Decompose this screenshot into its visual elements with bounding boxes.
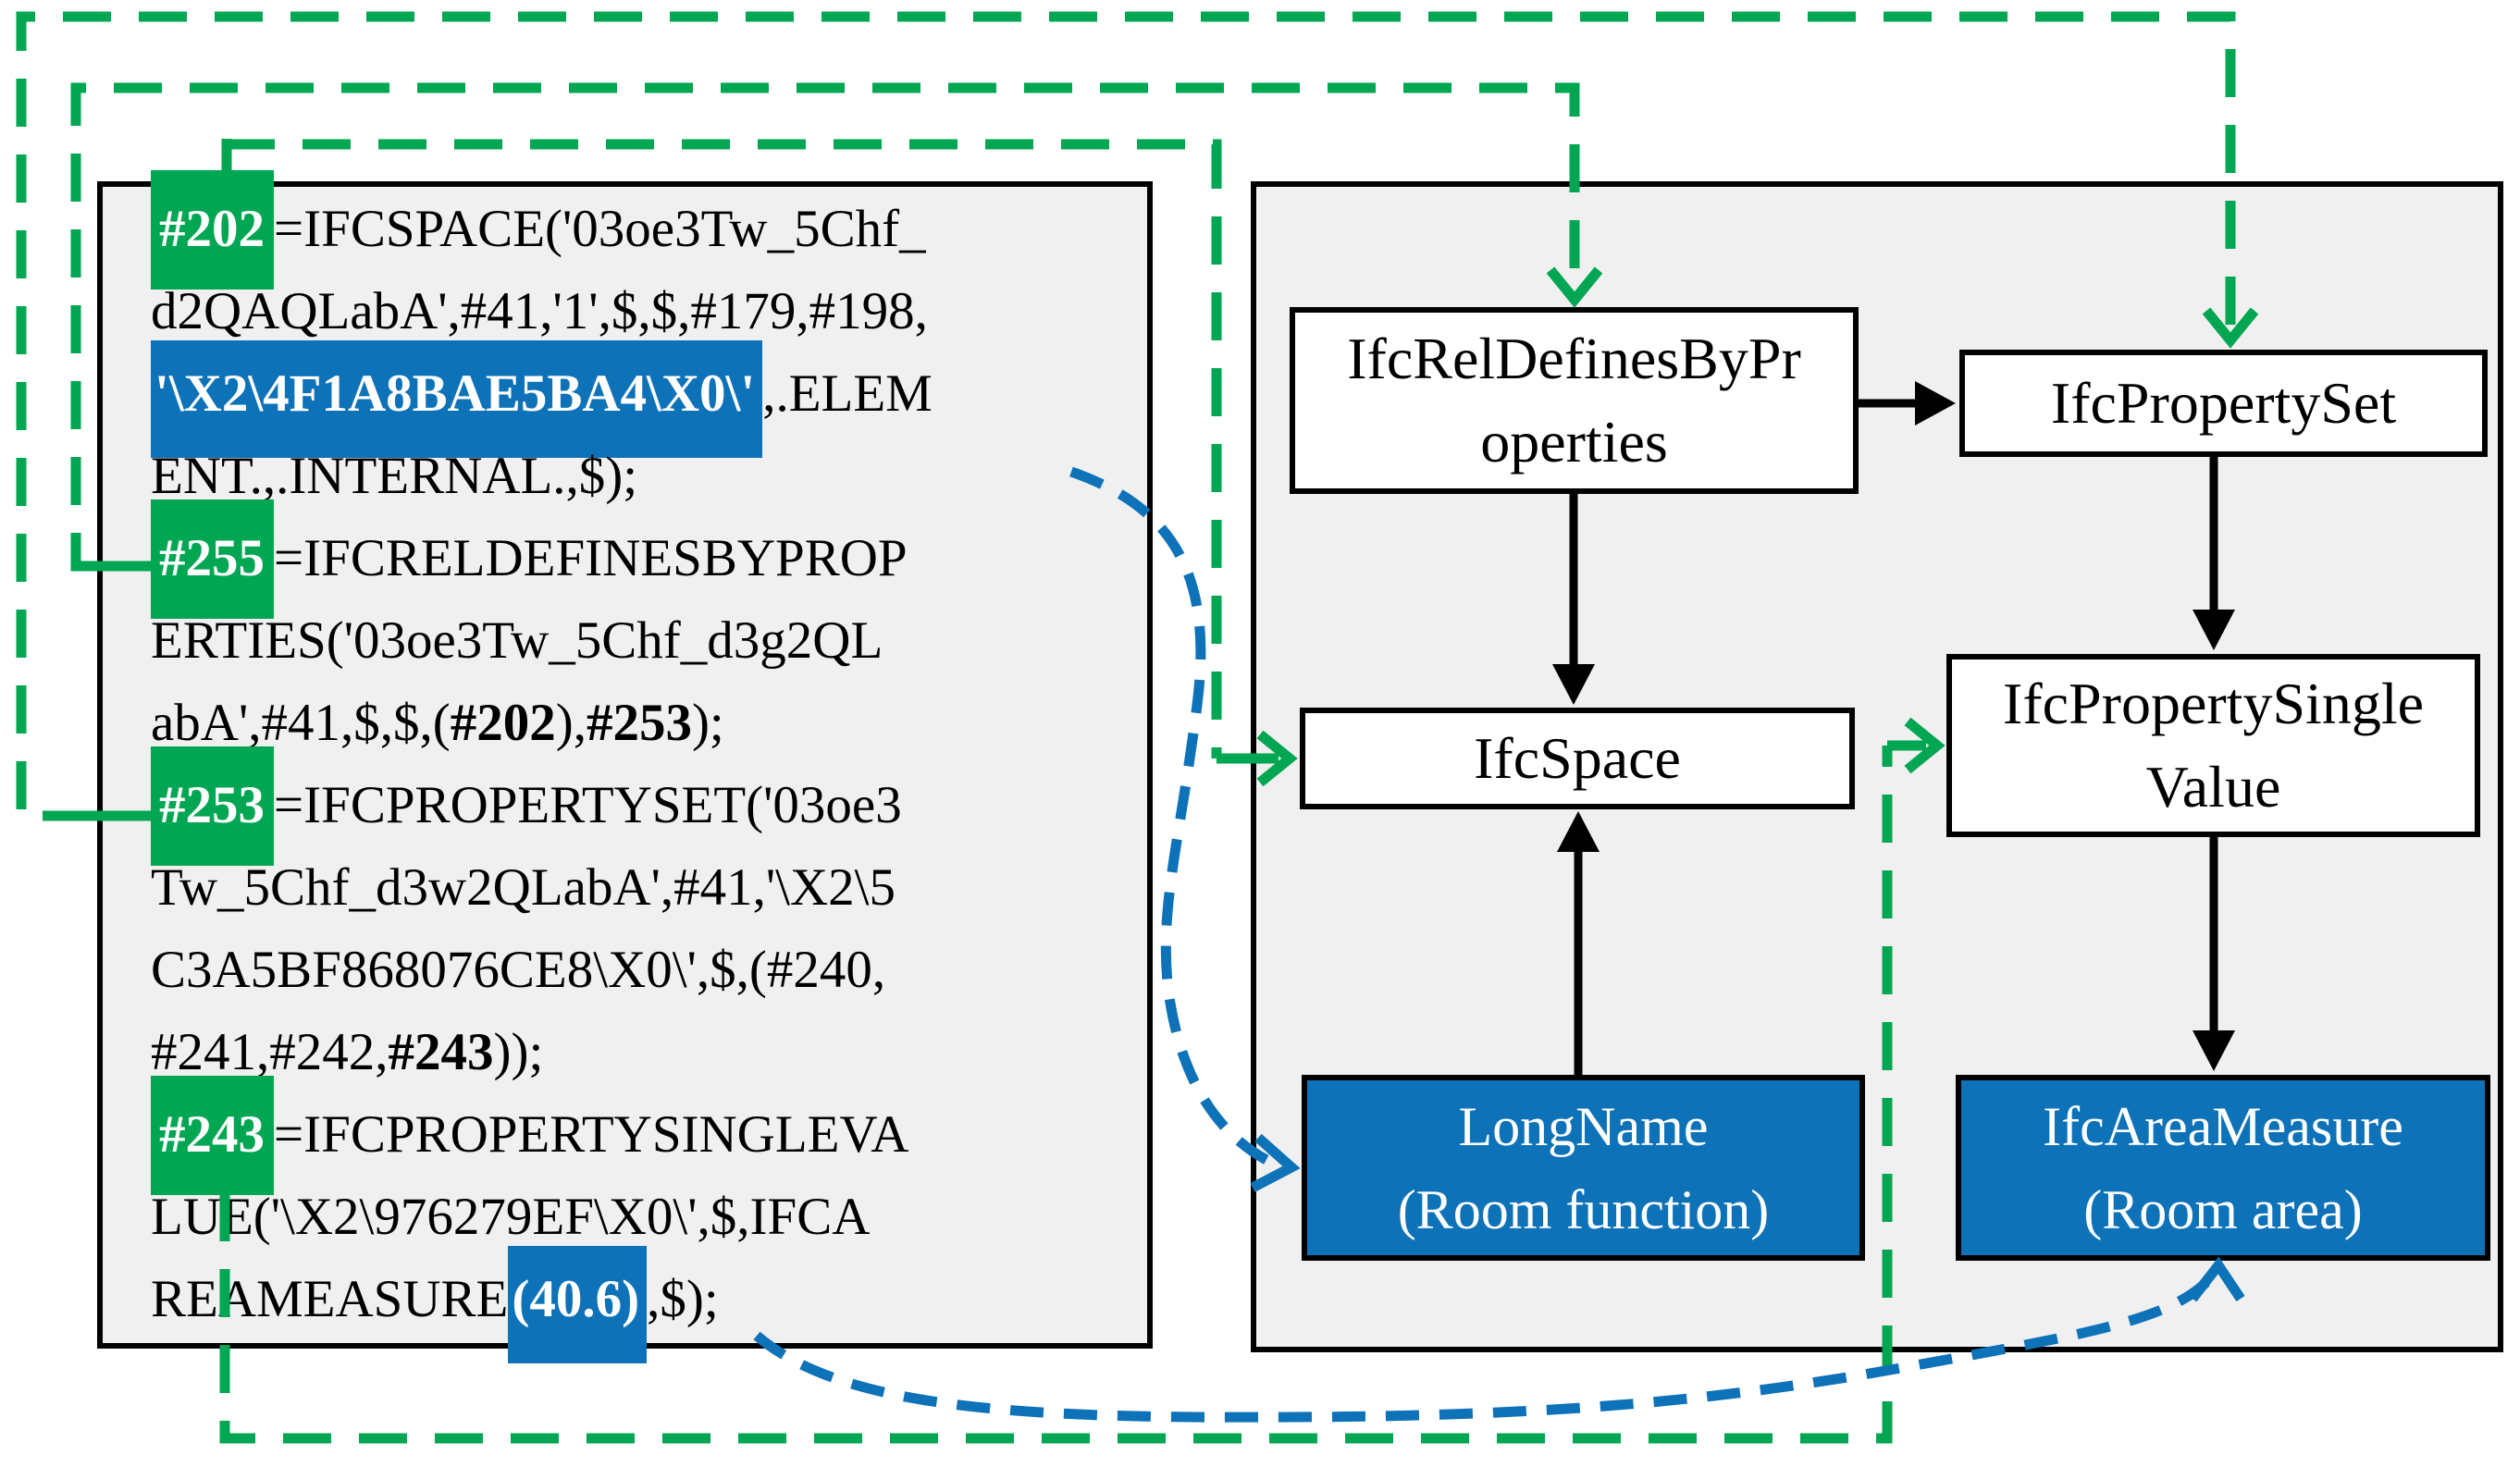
code-text: ERTIES('03oe3Tw_5Chf_d3g2QL (151, 611, 883, 670)
code-text: =IFCRELDEFINESBYPROP (274, 529, 908, 587)
code-text: REAMEASURE (151, 1270, 509, 1328)
code-text: #241,#242, (151, 1023, 389, 1081)
code-line: '\X2\4F1A8BAE5BA4\X0\',.ELEM (108, 340, 1144, 458)
code-text: #202 (450, 694, 556, 752)
code-text: =IFCSPACE('03oe3Tw_5Chf_ (274, 200, 926, 258)
code-text: ), (555, 694, 587, 752)
code-text: ,$); (647, 1270, 719, 1328)
code-line: #202=IFCSPACE('03oe3Tw_5Chf_ (108, 170, 1144, 290)
code-line: #253=IFCPROPERTYSET('03oe3 (108, 746, 1144, 866)
node-long-name: LongName (Room function) (1302, 1075, 1865, 1261)
code-text: Tw_5Chf_d3w2QLabA',#41,'\X2\5 (151, 858, 896, 917)
code-text: #243 (388, 1023, 494, 1081)
code-text: d2QAQLabA',#41,'1',$,$,#179,#198, (151, 282, 928, 340)
code-line: C3A5BF868076CE8\X0\',$,(#240, (108, 929, 1144, 1011)
node-ifc-rel-defines-by-properties: IfcRelDefinesByPr operties (1290, 307, 1859, 494)
code-line: Tw_5Chf_d3w2QLabA',#41,'\X2\5 (108, 846, 1144, 929)
code-line: #243=IFCPROPERTYSINGLEVA (108, 1076, 1144, 1195)
node-ifc-area-measure: IfcAreaMeasure (Room area) (1956, 1075, 2490, 1261)
code-line: REAMEASURE(40.6),$); (108, 1246, 1144, 1363)
code-text: =IFCPROPERTYSET('03oe3 (274, 776, 902, 834)
code-text: #253 (586, 694, 692, 752)
code-text: ,.ELEM (762, 364, 933, 423)
code-text: C3A5BF868076CE8\X0\',$,(#240, (151, 941, 886, 999)
code-text: ); (691, 694, 724, 752)
node-ifc-property-set: IfcPropertySet (1959, 350, 2488, 457)
code-text: ENT.,.INTERNAL.,$); (151, 447, 638, 505)
code-text: )); (493, 1023, 544, 1081)
code-text: LUE('\X2\976279EF\X0\',$,IFCA (151, 1188, 871, 1246)
node-ifc-property-single-value: IfcPropertySingle Value (1946, 654, 2480, 837)
code-line: ERTIES('03oe3Tw_5Chf_d3g2QL (108, 599, 1144, 682)
code-lines: #202=IFCSPACE('03oe3Tw_5Chf_d2QAQLabA',#… (108, 170, 1144, 1363)
code-text: abA',#41,$,$,( (151, 694, 451, 752)
code-line: #255=IFCRELDEFINESBYPROP (108, 499, 1144, 619)
code-text: =IFCPROPERTYSINGLEVA (274, 1105, 909, 1164)
node-ifc-space: IfcSpace (1300, 708, 1855, 809)
value-highlight: (40.6) (508, 1246, 648, 1363)
